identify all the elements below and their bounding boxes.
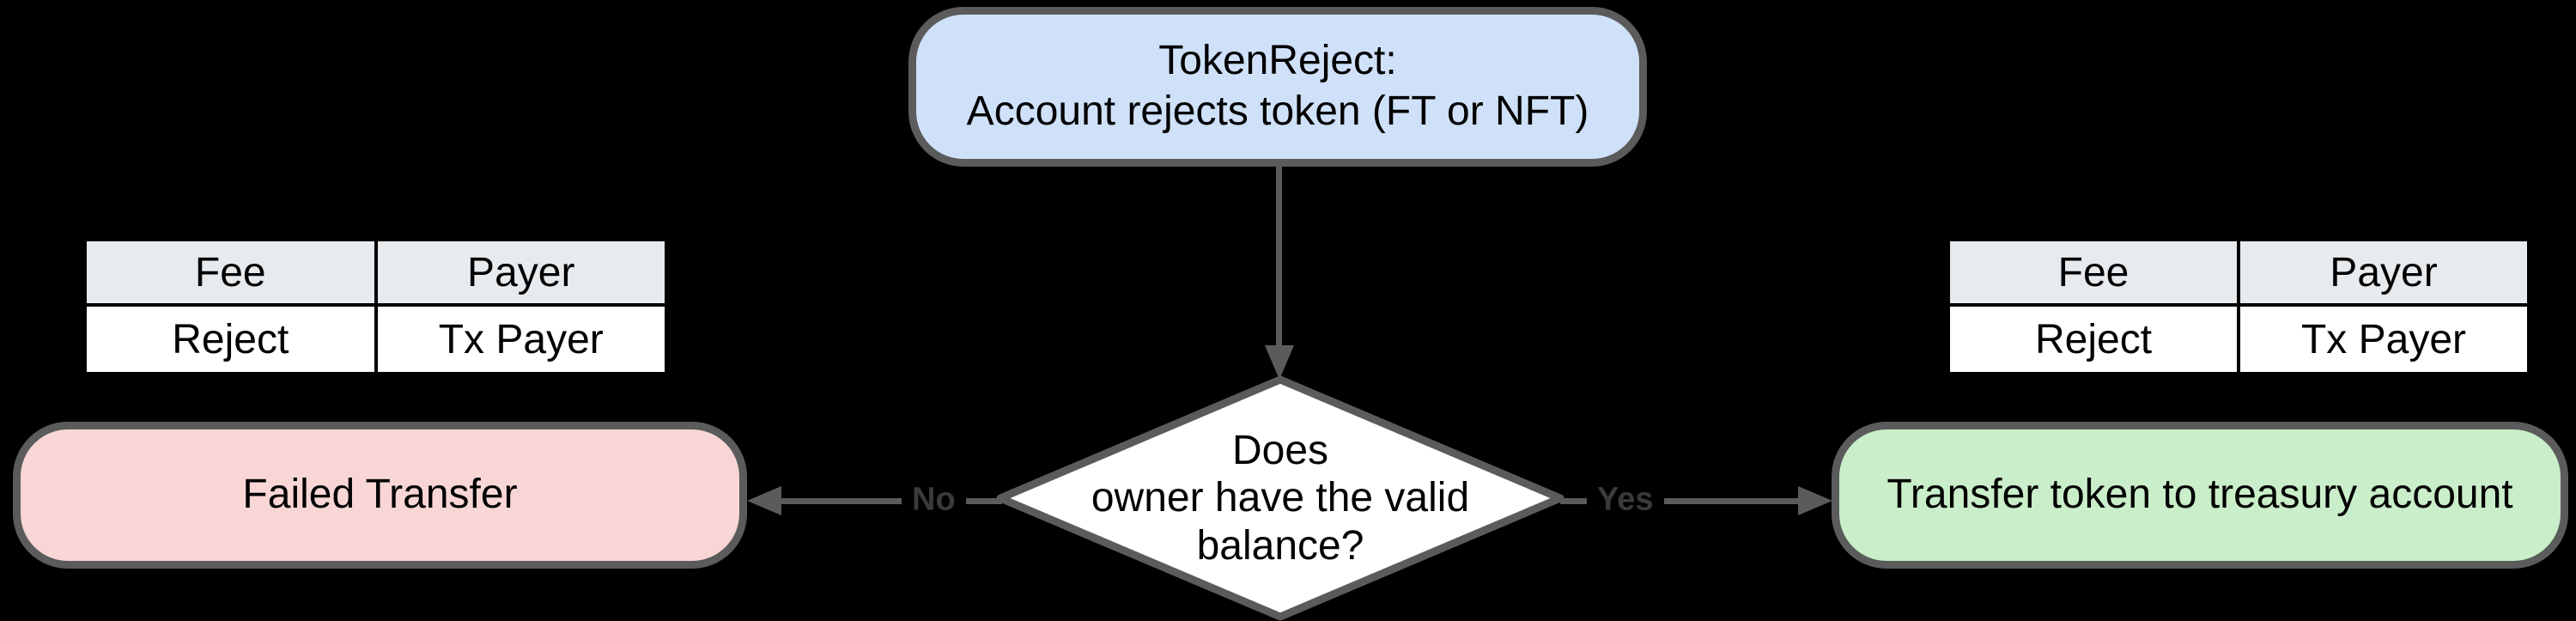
arrowhead-left-icon	[747, 486, 781, 515]
edge-label-yes: Yes	[1587, 479, 1664, 521]
node-token-reject-line2: Account rejects token (FT or NFT)	[966, 88, 1589, 134]
node-token-reject: TokenReject: Account rejects token (FT o…	[908, 7, 1647, 167]
fee-table-left-header-fee: Fee	[83, 238, 378, 307]
edge-start-to-decision	[1276, 165, 1282, 347]
edge-yes-branch	[1560, 498, 1801, 504]
node-transfer-treasury: Transfer token to treasury account	[1832, 422, 2568, 569]
fee-table-right-cell-fee: Reject	[1947, 303, 2240, 375]
arrowhead-right-icon	[1798, 486, 1832, 515]
fee-table-right-data-row: Reject Tx Payer	[1947, 303, 2530, 375]
node-transfer-treasury-label: Transfer token to treasury account	[1886, 472, 2513, 518]
fee-table-left-data-row: Reject Tx Payer	[83, 303, 668, 375]
node-token-reject-line1: TokenReject:	[1158, 38, 1397, 84]
fee-table-left-cell-fee: Reject	[83, 303, 378, 375]
diamond-shape	[996, 375, 1564, 621]
node-failed-transfer: Failed Transfer	[13, 422, 747, 569]
decision-line3: balance?	[1196, 522, 1364, 569]
fee-table-right-header-payer: Payer	[2237, 238, 2530, 307]
arrowhead-down-icon	[1265, 345, 1294, 380]
fee-table-right-header-row: Fee Payer	[1947, 238, 2530, 307]
fee-table-left-cell-payer: Tx Payer	[374, 303, 668, 375]
fee-table-left-header-payer: Payer	[374, 238, 668, 307]
decision-line2: owner have the valid	[1091, 475, 1470, 521]
fee-table-right: Fee Payer Reject Tx Payer	[1947, 238, 2530, 375]
decision-line1: Does	[1231, 428, 1329, 474]
edge-label-no: No	[902, 479, 966, 521]
fee-table-left-header-row: Fee Payer	[83, 238, 668, 307]
fee-table-right-cell-payer: Tx Payer	[2237, 303, 2530, 375]
edge-no-branch	[777, 498, 1002, 504]
node-decision-balance: Does owner have the valid balance?	[996, 375, 1564, 621]
fee-table-left: Fee Payer Reject Tx Payer	[83, 238, 668, 375]
fee-table-right-header-fee: Fee	[1947, 238, 2240, 307]
decision-text: Does owner have the valid balance?	[996, 375, 1564, 621]
node-failed-transfer-label: Failed Transfer	[242, 472, 518, 518]
